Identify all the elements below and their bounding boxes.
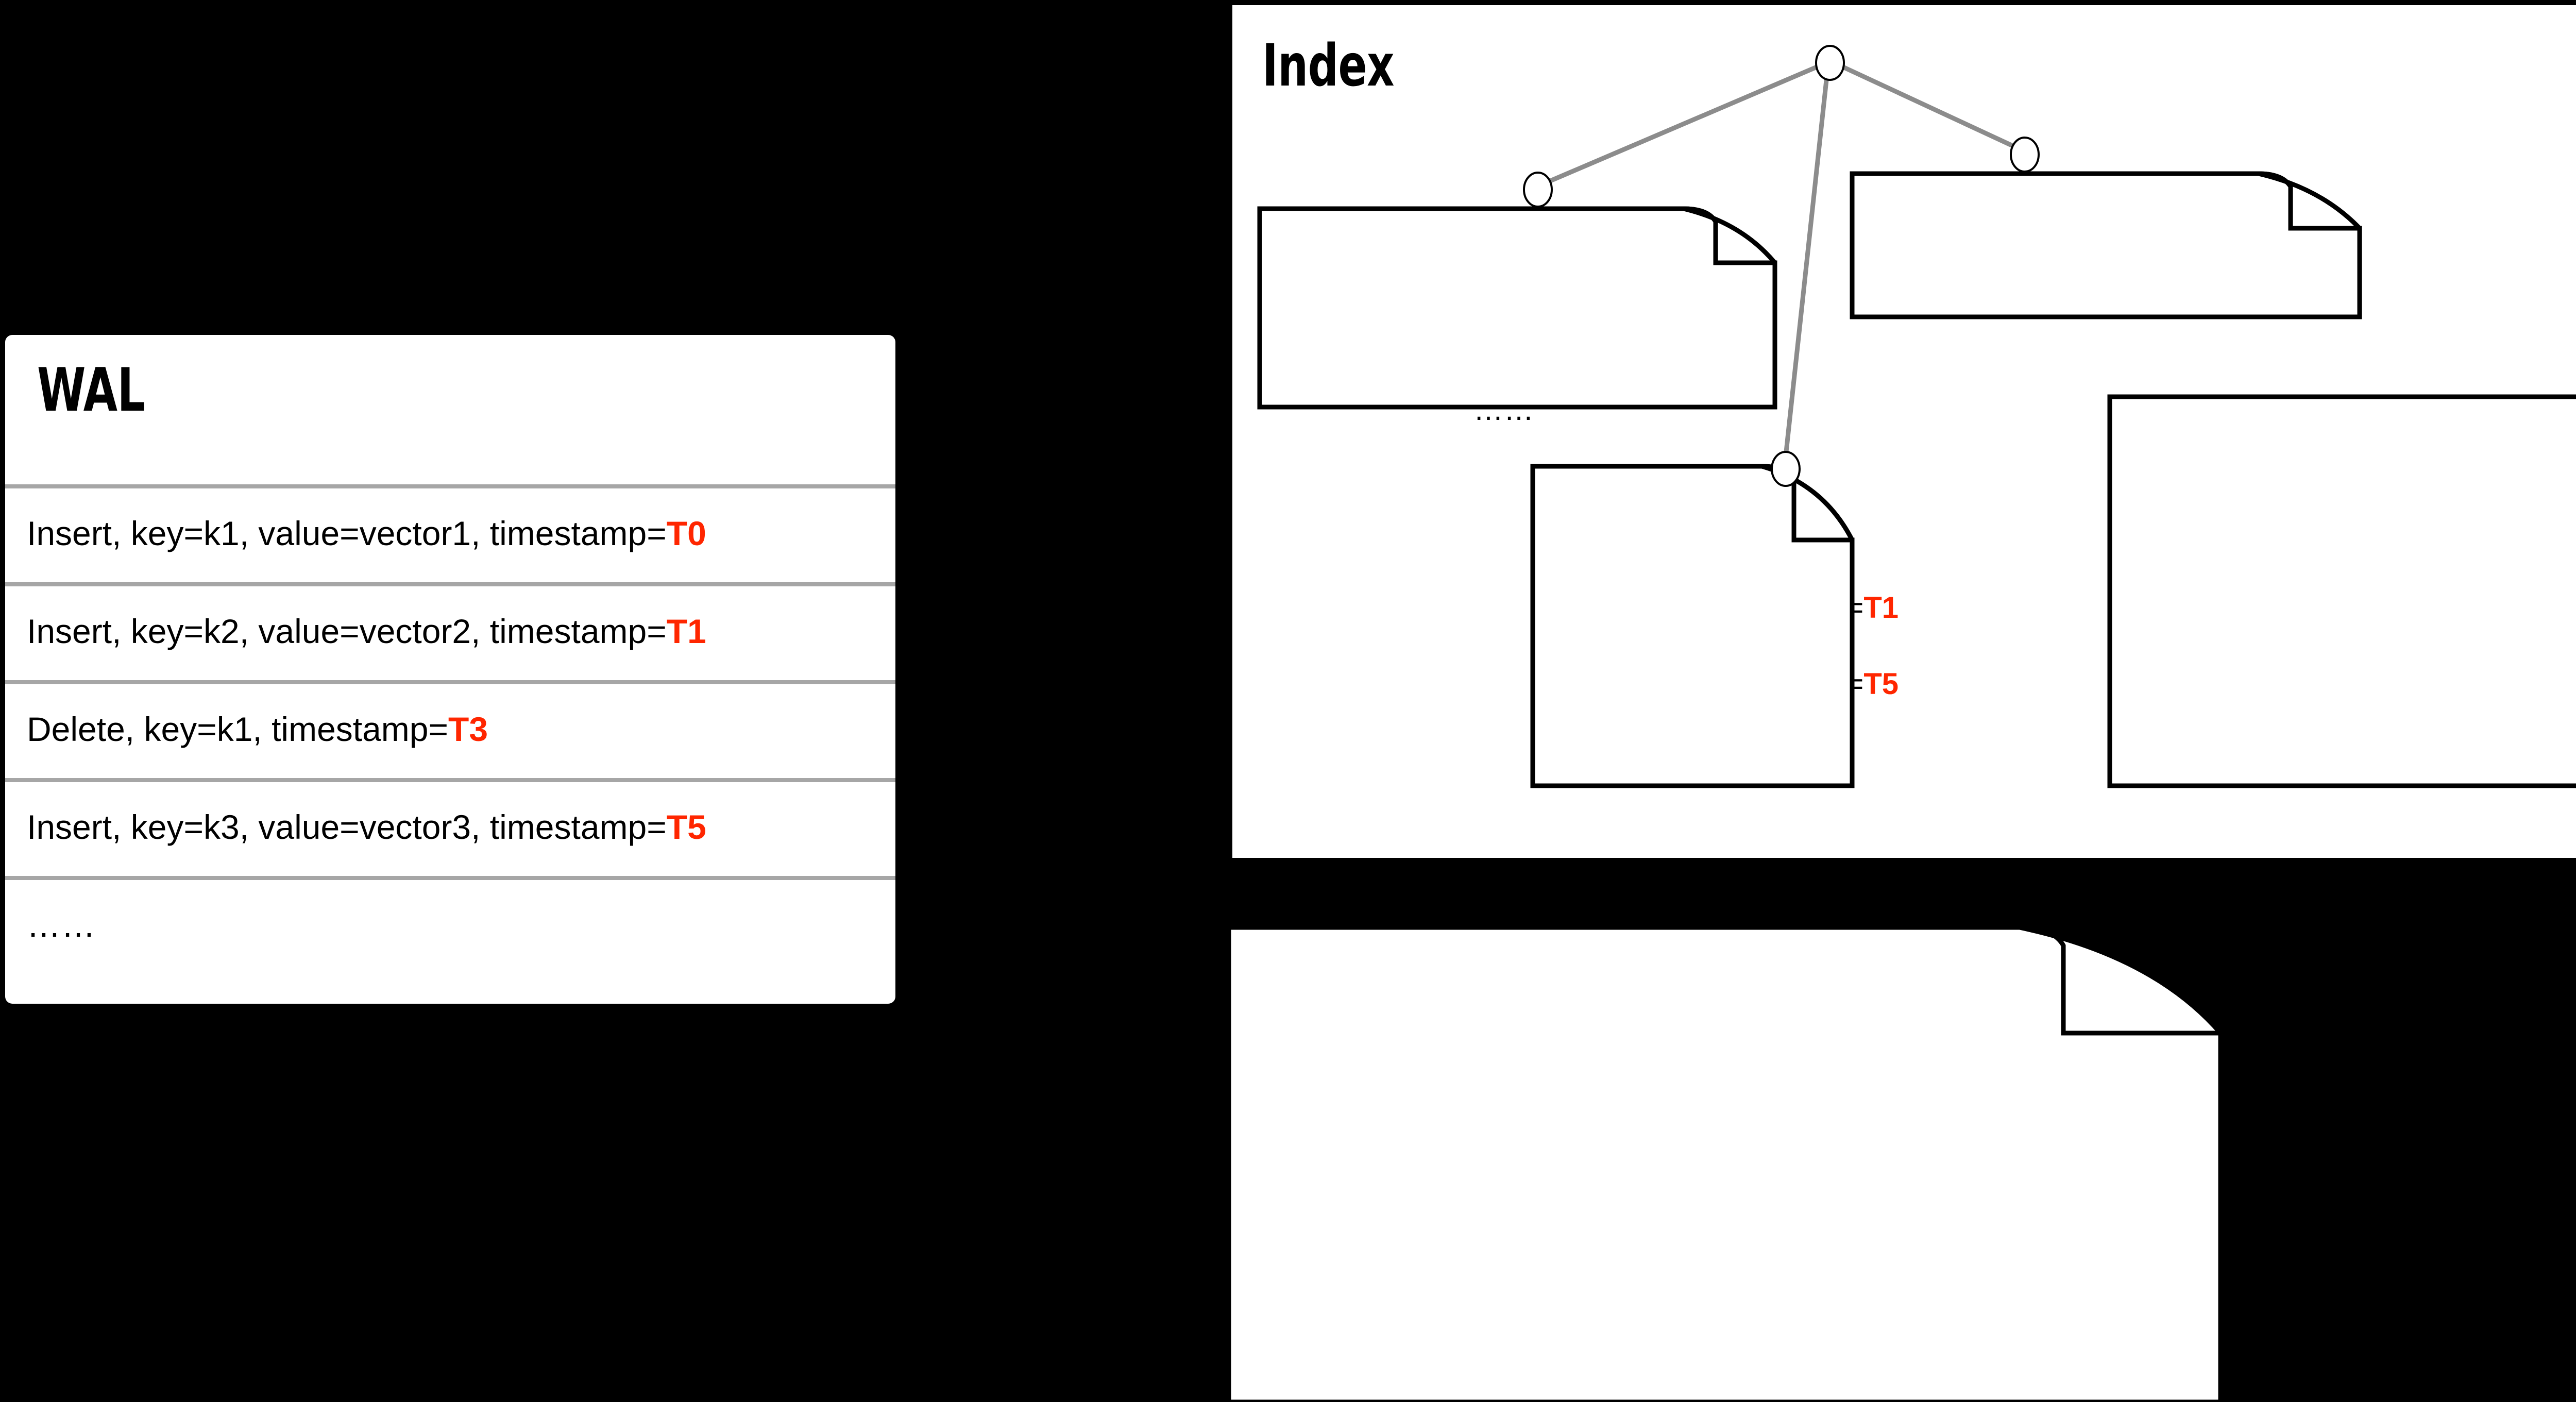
wal-row-2: Delete, key=k1, timestamp=T3 <box>27 712 488 746</box>
delete-log-divider-0 <box>2110 562 2576 566</box>
index-card-0-row-0-timestamp: T0 <box>1590 321 1625 354</box>
delete-log-row-0: k3, delete_pos, …, timestamp=T3 <box>2125 592 2573 621</box>
wal-row-3-text: Insert, key=k3, value=vector3, timestamp… <box>27 808 667 846</box>
index-card-segment-k1: k1, vector1, timestamp=T0 …… <box>1260 209 1775 425</box>
wal-panel: WAL Insert, key=k1, value=vector1, times… <box>5 335 895 1004</box>
index-card-0-divider-1 <box>1260 373 1775 377</box>
bin-log-title: Bin Log <box>1250 954 1409 1014</box>
wal-divider-2 <box>5 680 895 684</box>
bin-log-card: Bin Log Op=Insert, execution_time=3,…,ti… <box>1229 927 2221 1402</box>
bin-log-row-0-timestamp: T0 <box>1883 1115 1921 1151</box>
wal-row-0-timestamp: T0 <box>666 514 706 552</box>
index-card-segment-k2-k3: k2, vector2, timestamp=T1 k3, vector3, t… <box>1533 466 1899 786</box>
index-card-0-row-0: k1, vector1, timestamp=T0 <box>1273 323 1625 353</box>
wal-row-3-timestamp: T5 <box>666 808 706 846</box>
bin-log-divider-1 <box>1229 1184 2221 1188</box>
wal-divider-1 <box>5 582 895 586</box>
bin-log-divider-0 <box>1229 1078 2221 1082</box>
index-card-segment-placeholder: …… <box>1852 174 2360 317</box>
bin-log-row-1: Op=Insert, execution_time=5,…,timestamp=… <box>1257 1223 1920 1255</box>
delete-log-card: Delete Log k3, delete_pos, …, timestamp=… <box>2110 397 2576 786</box>
index-card-0-ellipsis: …… <box>1473 393 1534 427</box>
wal-divider-4 <box>5 876 895 880</box>
index-card-0-row-0-text: k1, vector1, timestamp= <box>1273 321 1591 354</box>
delete-log-divider-1 <box>2110 639 2576 643</box>
index-card-2-divider-0 <box>1533 565 1852 569</box>
index-card-1-ellipsis: …… <box>2067 235 2128 268</box>
wal-row-2-text: Delete, key=k1, timestamp= <box>27 710 449 748</box>
wal-row-3: Insert, key=k3, value=vector3, timestamp… <box>27 810 706 844</box>
delete-log-title: Delete Log <box>2133 425 2353 482</box>
wal-title: WAL <box>37 356 145 425</box>
wal-ellipsis: …… <box>27 906 96 944</box>
wal-row-0: Insert, key=k1, value=vector1, timestamp… <box>27 516 706 550</box>
wal-row-1-text: Insert, key=k2, value=vector2, timestamp… <box>27 612 667 650</box>
index-card-2-divider-1 <box>1533 641 1852 646</box>
wal-row-1: Insert, key=k2, value=vector2, timestamp… <box>27 614 706 648</box>
index-card-2-divider-2 <box>1533 718 1852 722</box>
bin-log-row-1-text: Op=Insert, execution_time=5,…,timestamp= <box>1257 1221 1883 1257</box>
delete-log-row-0-text: k3, delete_pos, …, timestamp= <box>2125 589 2538 623</box>
index-card-2-row-1-text: k3, vector3, timestamp= <box>1546 667 1864 701</box>
delete-log-ellipsis: …… <box>2402 692 2463 726</box>
index-card-2-row-1-timestamp: T5 <box>1863 667 1899 701</box>
index-card-2-row-0: k2, vector2, timestamp=T1 <box>1546 593 1899 623</box>
index-card-2-row-0-timestamp: T1 <box>1863 591 1899 624</box>
wal-row-1-timestamp: T1 <box>666 612 706 650</box>
index-card-2-row-0-text: k2, vector2, timestamp= <box>1546 591 1864 624</box>
index-card-2-row-1: k3, vector3, timestamp=T5 <box>1546 669 1899 699</box>
bin-log-row-0: Op=Insert, execution_time=3,…,timestamp=… <box>1257 1117 1920 1149</box>
bin-log-row-1-timestamp: T1 <box>1883 1221 1921 1257</box>
index-card-0-divider-0 <box>1260 295 1775 299</box>
index-card-2-ellipsis: …… <box>1650 738 1711 772</box>
bin-log-row-0-text: Op=Insert, execution_time=3,…,timestamp= <box>1257 1115 1883 1151</box>
bin-log-divider-2 <box>1229 1290 2221 1294</box>
wal-divider-3 <box>5 778 895 782</box>
delete-log-row-0-timestamp: T3 <box>2538 589 2573 623</box>
index-title: Index <box>1262 32 1394 99</box>
wal-row-0-text: Insert, key=k1, value=vector1, timestamp… <box>27 514 667 552</box>
wal-row-2-timestamp: T3 <box>448 710 488 748</box>
wal-divider-0 <box>5 484 895 488</box>
bin-log-ellipsis: …… <box>1257 1326 1322 1362</box>
